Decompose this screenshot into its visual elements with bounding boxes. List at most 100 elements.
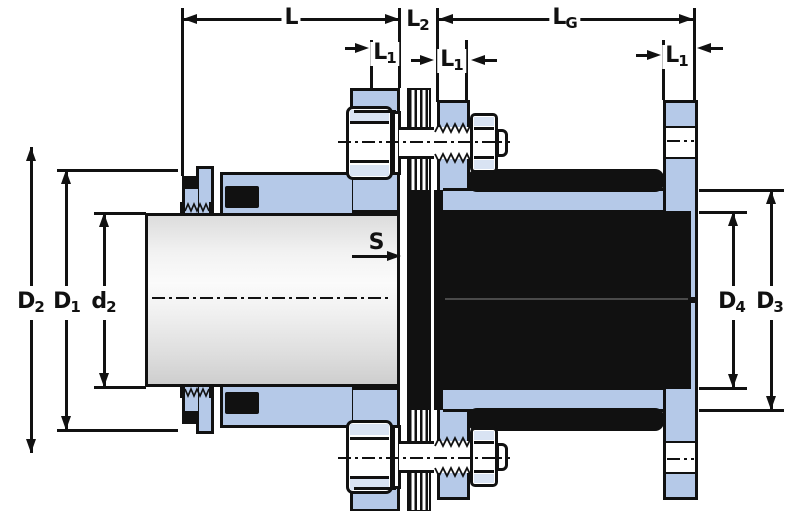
- clamp-thread-end-block: [180, 202, 185, 213]
- dim-arrow: [26, 439, 36, 453]
- disc-pack-element: [407, 300, 431, 410]
- dim-arrow: [439, 14, 453, 24]
- clamp-ring-section-block: [182, 176, 198, 189]
- dim-label-text: D: [17, 289, 36, 314]
- bolt-head-facet: [350, 110, 389, 121]
- dim-arrow-tail: [485, 59, 497, 62]
- bolt-hole-centerline: [667, 458, 694, 460]
- dim-arrow-tail: [711, 47, 723, 50]
- dim-label-LG: LG: [549, 5, 581, 32]
- dim-arrow: [420, 55, 434, 65]
- dim-line-D2: [30, 147, 33, 286]
- dim-arrow: [385, 14, 399, 24]
- dim-line-d2: [103, 213, 106, 286]
- ext-line-spacer-flange-face: [436, 8, 439, 102]
- ext-line-right-flange-face: [662, 40, 665, 100]
- dim-arrow: [728, 374, 738, 388]
- nut-facet-line: [474, 156, 494, 159]
- dim-label-sub: 4: [735, 298, 746, 316]
- nut-facet: [474, 431, 494, 440]
- dim-line-D1: [65, 170, 68, 286]
- dim-label-sub: 1: [453, 56, 464, 74]
- dim-line-D1: [65, 320, 68, 430]
- spacer-bore-black: [443, 211, 691, 300]
- ext-line-hub-left-face: [181, 8, 184, 176]
- dim-arrow: [99, 373, 109, 387]
- clamp-thread-zigzag: [184, 387, 210, 398]
- bolt-end-cap: [496, 129, 508, 157]
- dim-arrow: [766, 396, 776, 410]
- dim-arrow: [471, 55, 485, 65]
- dim-line-D4: [732, 212, 735, 286]
- right-flange-bolt-hole: [666, 126, 695, 159]
- ext-line-D1: [57, 429, 178, 432]
- dim-label-text: D: [53, 289, 72, 314]
- ext-line-right-flange-back: [693, 8, 696, 100]
- dim-label-text: L: [284, 5, 299, 30]
- nut-facet: [474, 474, 494, 483]
- dim-label-text: D: [756, 289, 775, 314]
- nut-facet-line: [474, 441, 494, 444]
- dim-arrow: [766, 190, 776, 204]
- nut-facet-line: [474, 127, 494, 130]
- bore-centerline: [445, 298, 688, 300]
- dim-line-d2: [103, 320, 106, 387]
- dim-label-text: L: [552, 5, 567, 30]
- dim-label-text: d: [91, 289, 108, 314]
- dim-arrow: [61, 170, 71, 184]
- ext-line-D4: [699, 387, 747, 390]
- dim-label-D3: D3: [753, 291, 787, 315]
- ext-line-d2: [94, 212, 146, 215]
- dim-label-S: S: [366, 232, 387, 256]
- dim-label-text: L: [665, 43, 680, 68]
- bolt-head-facet: [350, 165, 389, 176]
- bolt-hole-centerline: [667, 140, 694, 142]
- bolt-centerline: [338, 141, 510, 143]
- dim-label-sub: G: [565, 14, 578, 32]
- keyway-slot: [225, 186, 259, 208]
- disc-pack-element: [407, 190, 431, 300]
- dim-line-D3: [770, 320, 773, 410]
- bolt-head-facet-line: [350, 121, 389, 124]
- hub-flange-rim-line: [354, 110, 396, 113]
- dim-label-L: L: [281, 5, 301, 31]
- dim-label-text: S: [368, 230, 385, 255]
- dim-arrow-tail: [411, 59, 422, 62]
- dim-label-sub: 2: [419, 16, 430, 34]
- dim-label-L1-spacer: L1: [437, 49, 467, 74]
- ext-line-D3: [699, 189, 784, 192]
- dim-arrow: [99, 213, 109, 227]
- dim-arrow: [26, 147, 36, 161]
- spacer-outer-groove: [468, 408, 664, 431]
- dim-label-text: L: [406, 7, 421, 32]
- dim-label-D1: D1: [50, 291, 84, 315]
- bolt-thread-zigzag: [434, 466, 472, 478]
- dim-label-sub: 2: [106, 298, 117, 316]
- dim-line-D3: [770, 190, 773, 286]
- bolt-thread-zigzag: [434, 152, 472, 164]
- hub-flange-rim-line: [354, 487, 396, 490]
- dim-arrow-tail: [636, 54, 648, 57]
- dim-arrow: [355, 43, 369, 53]
- spacer-outer-groove: [468, 169, 664, 192]
- ext-line-D3: [699, 409, 784, 412]
- bolt-thread-zigzag: [434, 122, 472, 134]
- dim-label-D2: D2: [14, 291, 48, 315]
- shaft: [145, 213, 400, 387]
- dim-line-D2: [30, 320, 33, 453]
- ext-line-D1: [57, 169, 178, 172]
- keyway-slot: [225, 392, 259, 414]
- dim-arrow-tail: [345, 47, 357, 50]
- bolt-shank: [399, 127, 436, 159]
- spacer-bore-black: [434, 190, 443, 300]
- dim-label-L1-right: L1: [662, 43, 692, 69]
- dim-label-L1-hub: L1: [370, 42, 400, 66]
- dim-label-d2: d2: [88, 289, 120, 316]
- dim-arrow: [697, 43, 711, 53]
- dim-arrow: [61, 416, 71, 430]
- dim-leader-S: [352, 255, 388, 258]
- nut-facet: [474, 160, 494, 169]
- dim-arrow: [647, 50, 661, 60]
- ext-line-d2: [94, 386, 146, 389]
